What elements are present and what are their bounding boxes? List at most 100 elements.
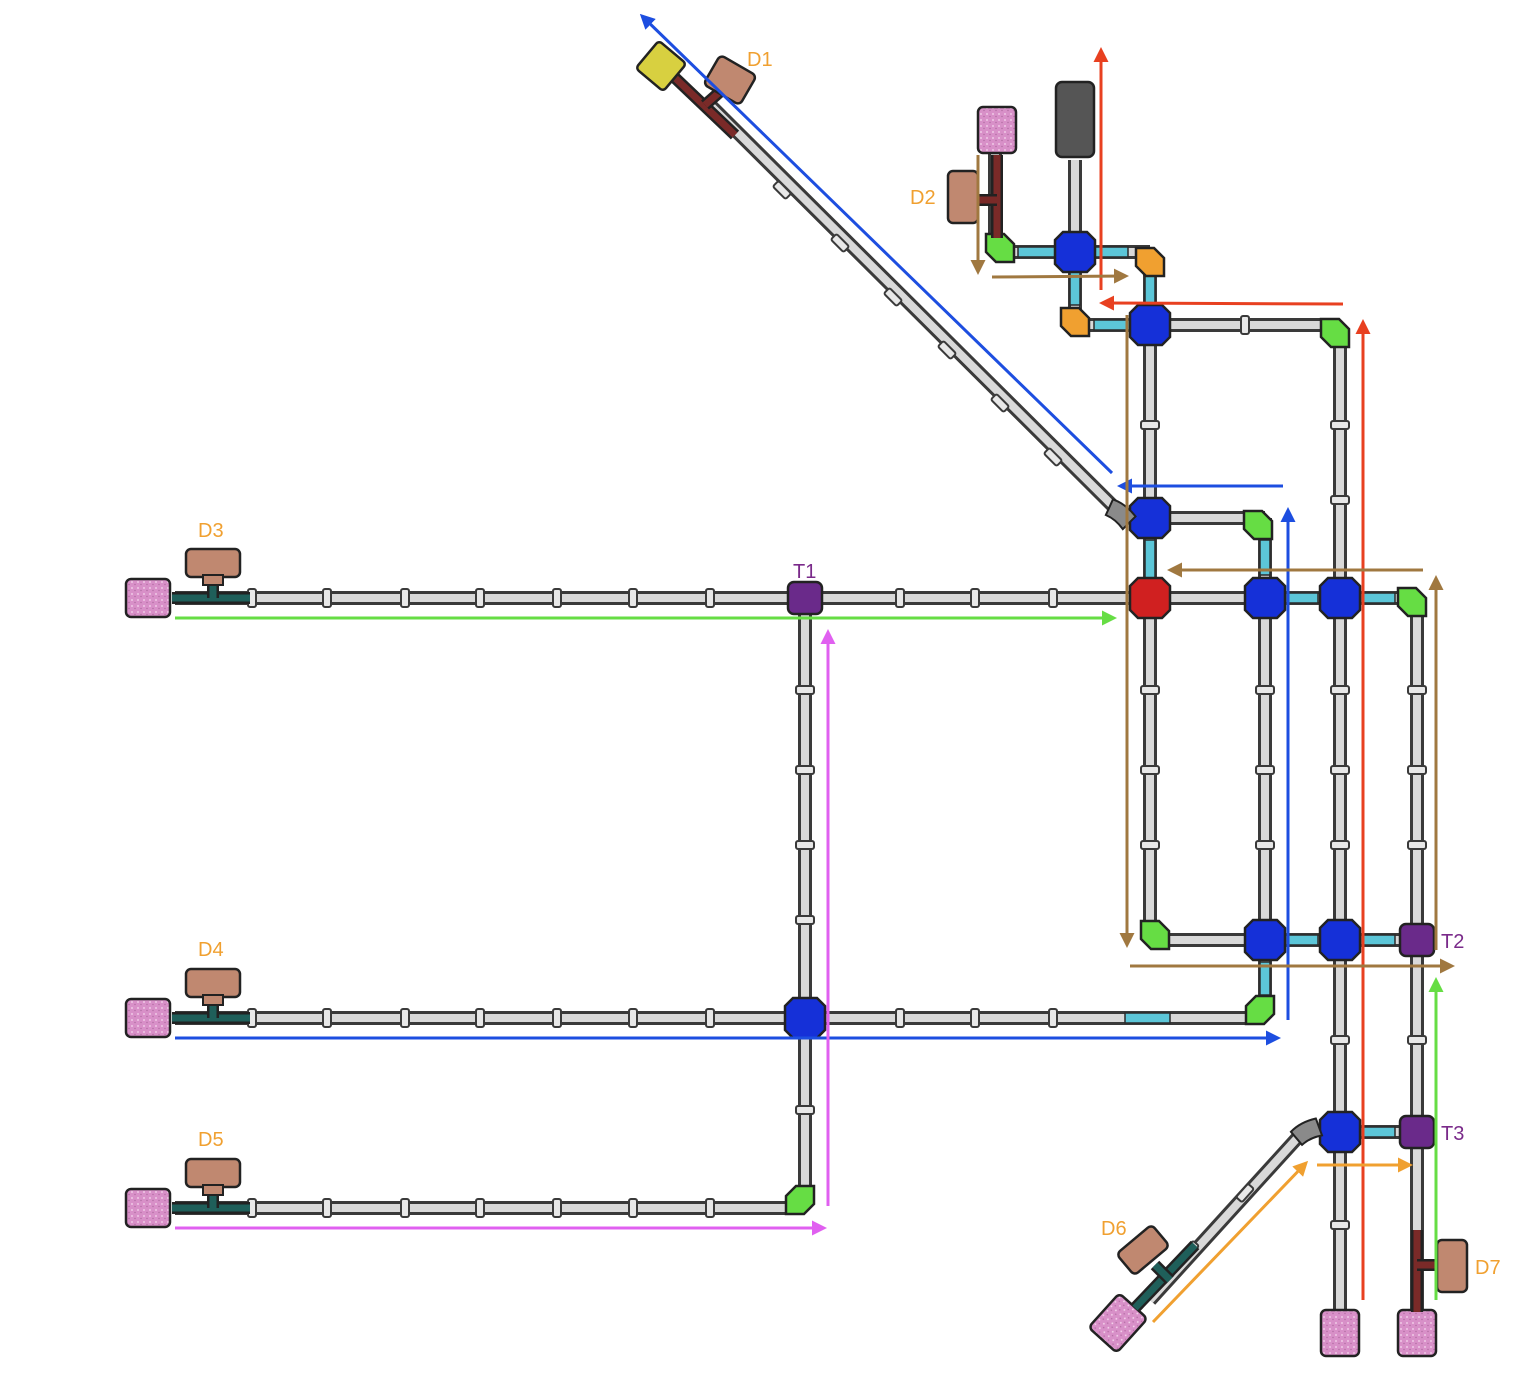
channel-coupler <box>1407 840 1427 850</box>
channel-coupler <box>705 588 715 608</box>
label-t2: T2 <box>1441 931 1464 953</box>
channel-coupler <box>1140 765 1160 775</box>
channel-coupler <box>552 588 562 608</box>
channel-coupler <box>1330 420 1350 430</box>
reservoir-outlet <box>1319 1308 1361 1358</box>
channel-coupler <box>628 1008 638 1028</box>
channel-coupler <box>1140 840 1160 850</box>
valve-stem-d6 <box>1152 1262 1173 1283</box>
channel-coupler <box>552 1198 562 1218</box>
reservoir-inlet-d2 <box>976 105 1018 155</box>
flow-arrow <box>1151 1160 1309 1324</box>
valve-d4-neck <box>202 994 224 1006</box>
channel-coupler <box>937 340 957 360</box>
reservoir-inlet-d4 <box>124 997 172 1039</box>
channel-coupler <box>475 1008 485 1028</box>
junction-node <box>1128 496 1172 540</box>
channel-coupler <box>322 1198 332 1218</box>
junction-node <box>1243 918 1287 962</box>
channel-coupler <box>1330 685 1350 695</box>
cyan-connector <box>1093 246 1129 258</box>
flow-arrows <box>175 13 1455 1324</box>
channel-segment-core <box>707 102 1128 521</box>
channel-bend <box>1134 246 1166 278</box>
channel-coupler <box>322 1008 332 1028</box>
junction-node <box>1053 230 1097 274</box>
junction-node <box>1243 576 1287 620</box>
channel-coupler <box>895 1008 905 1028</box>
sensor-top <box>1054 80 1096 159</box>
channel-coupler <box>1048 1008 1058 1028</box>
channel-coupler <box>1140 685 1160 695</box>
channel-coupler <box>1330 1035 1350 1045</box>
labels: D1 D2 D3 D4 D5 D6 D7 T1 T2 T3 <box>198 49 1501 1279</box>
junction-t1 <box>786 580 824 616</box>
channel-bend <box>1059 306 1091 338</box>
label-d4: D4 <box>198 939 224 961</box>
junction-node <box>1318 576 1362 620</box>
junction-node <box>1128 303 1172 347</box>
channel-coupler <box>1140 420 1160 430</box>
channel-coupler <box>475 588 485 608</box>
channel-coupler <box>628 588 638 608</box>
reservoir-inlet-d3 <box>124 577 172 619</box>
flow-arrow <box>991 268 1129 284</box>
channel-coupler <box>1235 1183 1255 1203</box>
channel-bend <box>1242 509 1274 541</box>
label-t1: T1 <box>793 561 816 583</box>
channel-bend <box>1396 586 1428 618</box>
channel-bend <box>984 232 1016 264</box>
cyan-connector <box>1361 592 1396 604</box>
valve-d4 <box>184 967 242 999</box>
channel-coupler <box>970 588 980 608</box>
label-d5: D5 <box>198 1129 224 1151</box>
channel-coupler <box>795 765 815 775</box>
channel-bend <box>1244 994 1276 1026</box>
cyan-connector <box>1361 1126 1396 1138</box>
channel-coupler <box>795 685 815 695</box>
flow-arrow <box>1099 295 1344 311</box>
channel-coupler <box>795 840 815 850</box>
channel-coupler <box>1255 765 1275 775</box>
cyan-connector <box>1124 1012 1171 1024</box>
label-t3: T3 <box>1441 1123 1464 1145</box>
junction-node <box>1318 1110 1362 1154</box>
channel-coupler <box>1240 315 1250 335</box>
sensor-d1 <box>636 41 686 91</box>
junction-t3 <box>1398 1114 1436 1150</box>
channel-coupler <box>1330 765 1350 775</box>
channel-couplers <box>247 180 1427 1260</box>
junction-node-red <box>1128 576 1172 620</box>
valve-d2 <box>946 169 980 225</box>
channel-coupler <box>830 233 850 253</box>
reservoir-inlet-d5 <box>124 1187 172 1229</box>
channel-coupler <box>795 915 815 925</box>
channel-coupler <box>400 1008 410 1028</box>
channel-coupler <box>990 393 1010 413</box>
valve-d3 <box>184 547 242 579</box>
channel-coupler <box>1330 1220 1350 1230</box>
cyan-connector <box>1286 934 1319 946</box>
channel-coupler <box>552 1008 562 1028</box>
components <box>124 41 1469 1358</box>
channel-coupler <box>400 588 410 608</box>
channel-coupler <box>1330 840 1350 850</box>
channel-coupler <box>1407 1035 1427 1045</box>
junction-t2 <box>1398 922 1436 958</box>
channel-coupler <box>475 1198 485 1218</box>
channel-coupler <box>1043 447 1063 467</box>
valve-stem-d1 <box>669 72 738 138</box>
valve-d3-neck <box>202 574 224 586</box>
valve-d7 <box>1435 1238 1469 1294</box>
cyan-connector <box>1093 319 1131 331</box>
valve-d6 <box>1117 1225 1169 1275</box>
cyan-connector <box>1017 246 1056 258</box>
junction-node <box>1318 918 1362 962</box>
channel-coupler <box>1255 840 1275 850</box>
channel-bend <box>1319 317 1351 349</box>
channel-coupler <box>705 1198 715 1218</box>
channel-coupler <box>1407 685 1427 695</box>
channel-coupler <box>400 1198 410 1218</box>
junction-node <box>783 996 827 1040</box>
